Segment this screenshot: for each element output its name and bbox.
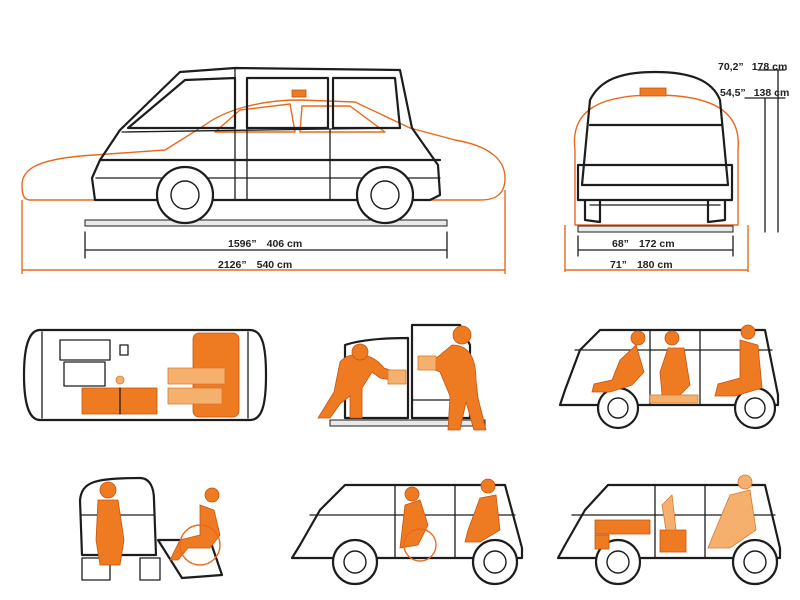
wheelchair-rear-view (78, 476, 224, 581)
roof-light-icon (291, 89, 307, 98)
front-roof-light (639, 87, 667, 97)
wheelbase-label: 1596”406 cm (228, 238, 302, 250)
height-total-label: 70,2”178 cm (718, 61, 787, 73)
driver-figure (591, 344, 645, 393)
width-label: 71”180 cm (610, 259, 673, 271)
lounging-passenger (707, 489, 757, 549)
reclined-seat (661, 494, 677, 531)
floor-plan-view (22, 328, 268, 422)
loading-ground (329, 419, 486, 427)
cargo-box (659, 529, 687, 553)
wheelchair-side-view (290, 478, 524, 586)
height-interior-label: 54,5”138 cm (720, 87, 789, 99)
front-van-outline (580, 70, 730, 187)
front-profile-view: 70,2”178 cm 54,5”138 cm 68”172 cm 71”180… (564, 61, 789, 272)
length-label: 2126”540 cm (218, 259, 292, 271)
folded-table (594, 519, 651, 535)
person-loading-left (317, 354, 397, 419)
person-loading-right (429, 344, 487, 431)
loading-scene-view (317, 323, 487, 431)
rear-passenger-figure (714, 339, 763, 397)
passenger-seating-view (558, 324, 780, 430)
side-profile-view: 1596”406 cm 2126”540 cm (21, 66, 506, 274)
sedan-overlay-outline (21, 99, 506, 201)
companion-passenger (464, 494, 501, 543)
front-ground-plate (577, 225, 734, 233)
van-body-outline (90, 66, 442, 202)
seated-person-rear (95, 499, 125, 566)
track-label: 68”172 cm (612, 238, 675, 250)
middle-passenger-figure (659, 347, 691, 396)
floor-plan-outline (22, 328, 268, 422)
ground-plate (84, 219, 448, 227)
wheelchair-user (169, 504, 221, 561)
cargo-side-view (556, 474, 782, 586)
wheelchair-wheel (179, 524, 221, 566)
